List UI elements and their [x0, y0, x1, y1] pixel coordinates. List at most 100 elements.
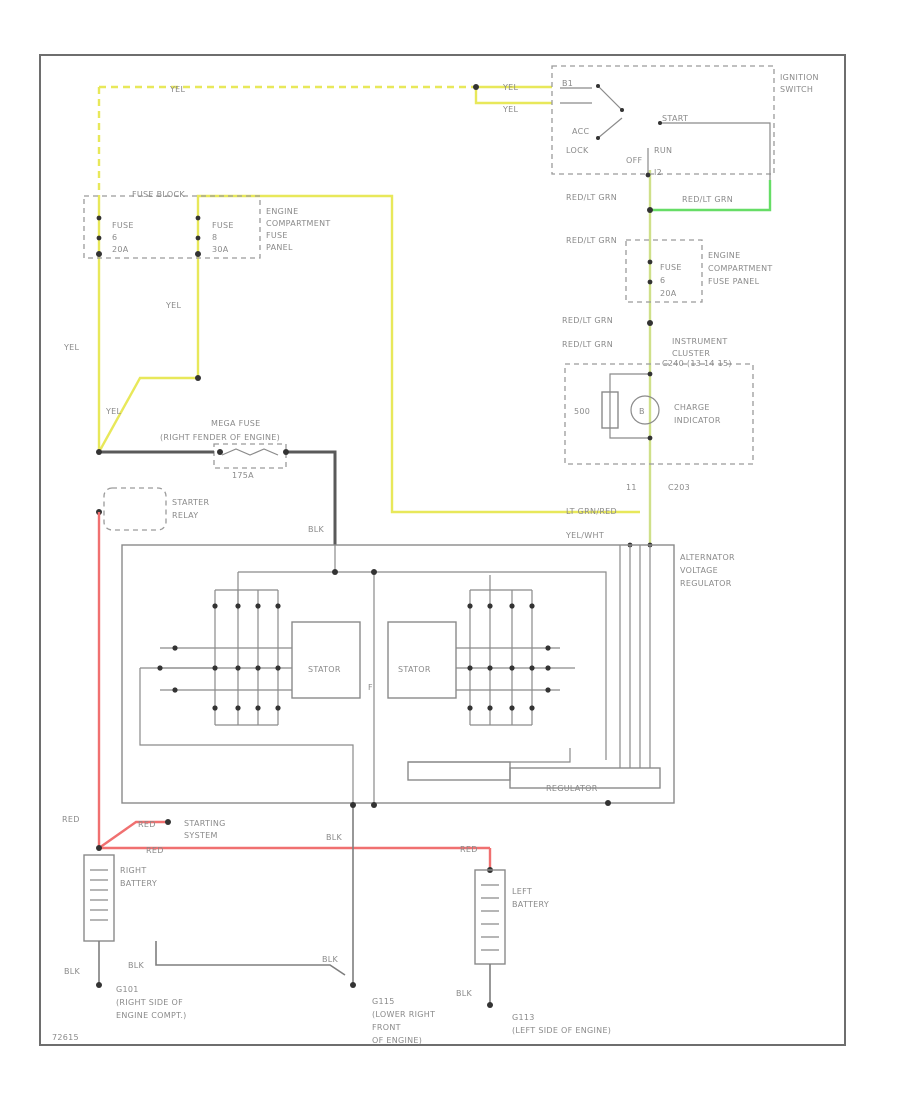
alternator-label-1: ALTERNATOR: [680, 553, 735, 562]
wire-red-label-1: RED: [62, 815, 80, 824]
diagram-frame: [39, 54, 846, 1046]
diode-junction-dot: [255, 705, 261, 711]
fuse-8-num: 8: [212, 233, 217, 242]
engine-fuse-panel-label-4: PANEL: [266, 243, 293, 252]
wire-blk-label-rb: BLK: [64, 967, 81, 976]
wire-blk-label-lb: BLK: [456, 989, 473, 998]
diode-junction-dots: [157, 603, 551, 711]
regulator-label: REGULATOR: [546, 784, 598, 793]
instrument-cluster-label-1: INSTRUMENT: [672, 337, 728, 346]
left-battery-label-1: LEFT: [512, 887, 532, 896]
wire-redltgrn-label-5: RED/LT GRN: [562, 340, 613, 349]
right-battery: RIGHT BATTERY BLK G101 (RIGHT SIDE OF EN…: [64, 854, 187, 1020]
ignition-switch-label: IGNITION: [780, 73, 819, 82]
engine-fuse-panel-label-1: ENGINE: [266, 207, 298, 216]
engine-fuse-panel-mid-label-2: COMPARTMENT: [708, 264, 773, 273]
g115-label-1: G115: [372, 997, 395, 1006]
diode-junction-dot: [529, 665, 535, 671]
diode-junction-dot: [467, 603, 473, 609]
engine-fuse-panel-label-2: COMPARTMENT: [266, 219, 331, 228]
alternator-label-2: VOLTAGE: [680, 566, 718, 575]
starting-system-label-2: SYSTEM: [184, 831, 218, 840]
switch-acc-label: ACC: [572, 127, 590, 136]
fuse-mid-rating: 20A: [660, 289, 677, 298]
mega-fuse: MEGA FUSE (RIGHT FENDER OF ENGINE) 175A …: [96, 419, 337, 545]
alternator-voltage-regulator: ALTERNATOR VOLTAGE REGULATOR STATOR STAT…: [121, 544, 735, 806]
diode-junction-dot: [275, 705, 281, 711]
engine-fuse-panel-label-3: FUSE: [266, 231, 288, 240]
fuse-8-label: FUSE: [212, 221, 234, 230]
fuse-block-header: FUSE BLOCK: [132, 190, 185, 199]
figure-id-label: 72615: [52, 1033, 79, 1042]
alternator-label-3: REGULATOR: [680, 579, 732, 588]
g101-label-3: ENGINE COMPT.): [116, 1011, 187, 1020]
charge-indicator-label-1: CHARGE: [674, 403, 710, 412]
wire-redltgrn-label-2: RED/LT GRN: [682, 195, 733, 204]
engine-fuse-panel-mid: FUSE 6 20A ENGINE COMPARTMENT FUSE PANEL: [625, 239, 773, 303]
ignition-switch: IGNITION SWITCH START ACC LOCK OFF RUN B…: [502, 65, 819, 180]
diode-junction-dot: [212, 665, 218, 671]
phase-junction-dot: [545, 665, 551, 671]
g115-label-4: OF ENGINE): [372, 1036, 422, 1045]
diode-junction-dot: [212, 705, 218, 711]
ground-g115: BLK BLK BLK G115 (LOWER RIGHT FRONT OF E…: [128, 802, 435, 1045]
regulator-box: [509, 767, 661, 789]
switch-run-label: RUN: [654, 146, 672, 155]
g113-label-1: G113: [512, 1013, 535, 1022]
lamp-glyph: B: [639, 407, 645, 416]
diode-junction-dot: [487, 603, 493, 609]
wire-yel-label-left: YEL: [63, 343, 80, 352]
c203-pins-label: 11: [626, 483, 637, 492]
mega-fuse-label-1: MEGA FUSE: [211, 419, 260, 428]
cluster-connector-label: C240 (13 14 15): [662, 359, 732, 368]
wire-yel-label-switch-1: YEL: [502, 83, 519, 92]
right-battery-label-1: RIGHT: [120, 866, 147, 875]
diode-junction-dot: [275, 603, 281, 609]
diode-junction-dot: [235, 705, 241, 711]
diode-junction-dot: [255, 665, 261, 671]
g113-label-2: (LEFT SIDE OF ENGINE): [512, 1026, 611, 1035]
resistor-value-label: 500: [574, 407, 590, 416]
diode-junction-dot: [509, 705, 515, 711]
phase-junction-dot: [157, 665, 163, 671]
phase-junction-dot: [172, 687, 178, 693]
rotor-label: F: [368, 683, 373, 692]
wire-ltgrnred-label: LT GRN/RED: [566, 507, 617, 516]
red-lt-grn-wiring: RED/LT GRN RED/LT GRN RED/LT GRN RED/LT …: [562, 180, 772, 349]
wire-redltgrn-label-3: RED/LT GRN: [566, 236, 617, 245]
stator-right-label: STATOR: [398, 665, 431, 674]
g115-label-3: FRONT: [372, 1023, 401, 1032]
g115-label-2: (LOWER RIGHT: [372, 1010, 435, 1019]
fuse-6-rating: 20A: [112, 245, 129, 254]
ignition-switch-label-2: SWITCH: [780, 85, 813, 94]
charge-indicator-lamp: [630, 395, 660, 425]
diode-junction-dot: [467, 705, 473, 711]
phase-junction-dot: [172, 645, 178, 651]
wire-red-label-2: RED: [138, 820, 156, 829]
fuse-6-label: FUSE: [112, 221, 134, 230]
switch-start-label: START: [662, 114, 688, 123]
phase-junction-dot: [545, 687, 551, 693]
g101-label-1: G101: [116, 985, 139, 994]
stator-right: [387, 621, 457, 699]
left-battery: LEFT BATTERY BLK G113 (LEFT SIDE OF ENGI…: [456, 869, 611, 1035]
fuse-mid-label: FUSE: [660, 263, 682, 272]
fuse-8-rating: 30A: [212, 245, 229, 254]
c203-label: C203: [668, 483, 690, 492]
instrument-cluster-label-2: CLUSTER: [672, 349, 710, 358]
diode-junction-dot: [487, 665, 493, 671]
diode-junction-dot: [255, 603, 261, 609]
wire-blk-label-gnd2: BLK: [322, 955, 339, 964]
diode-junction-dot: [275, 665, 281, 671]
mega-fuse-rating-label: 175A: [232, 471, 254, 480]
charge-resistor: [601, 391, 619, 429]
diode-junction-dot: [235, 603, 241, 609]
right-battery-label-2: BATTERY: [120, 879, 157, 888]
battery-red-wiring: RED RED RED RED STARTING SYSTEM: [62, 512, 493, 873]
diode-junction-dot: [467, 665, 473, 671]
diode-junction-dot: [529, 603, 535, 609]
wire-blk-label-alt: BLK: [326, 833, 343, 842]
wire-red-label-4: RED: [460, 845, 478, 854]
wire-blk-label-gnd: BLK: [128, 961, 145, 970]
